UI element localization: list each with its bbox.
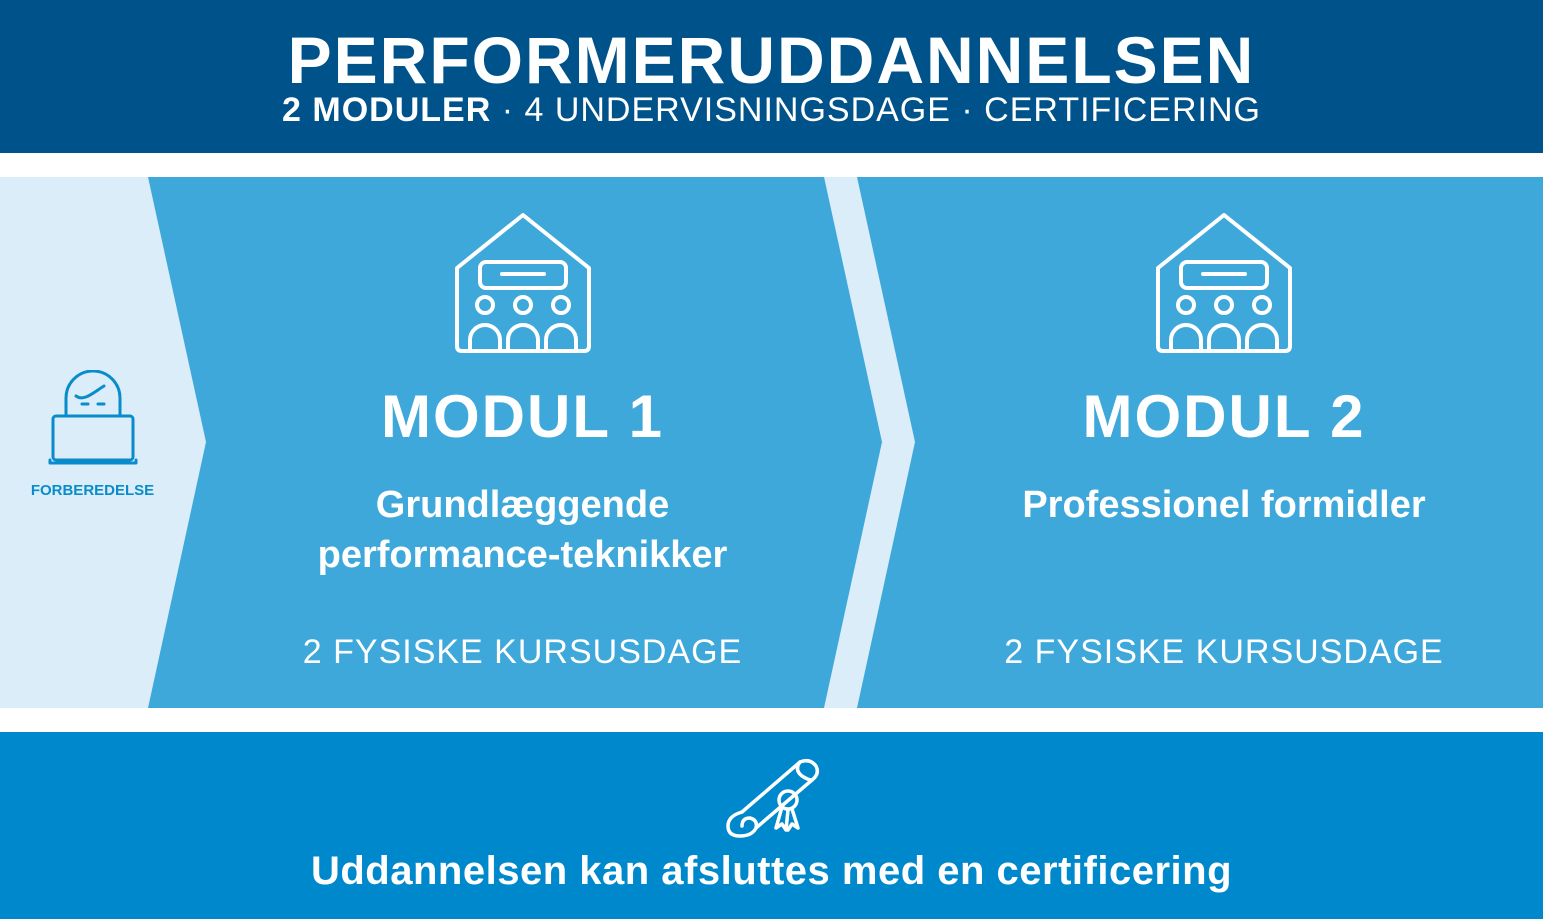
module-1-days: 2 FYSISKE KURSUSDAGE	[302, 633, 743, 671]
module-1-subtitle-line1: Grundlæggende	[375, 484, 670, 526]
prep-label: FORBEREDELSE	[30, 482, 155, 499]
page-title: PERFORMERUDDANNELSEN	[287, 23, 1256, 97]
module-1-title: MODUL 1	[381, 383, 664, 450]
subtitle-details: · 4 UNDERVISNINGSDAGE · CERTIFICERING	[491, 91, 1261, 129]
laptop-person-icon	[48, 370, 138, 465]
footer-text: Uddannelsen kan afsluttes med en certifi…	[310, 849, 1233, 893]
header-banner: PERFORMERUDDANNELSEN 2 MODULER · 4 UNDER…	[0, 0, 1543, 153]
module-2-days: 2 FYSISKE KURSUSDAGE	[1004, 633, 1444, 671]
classroom-icon	[455, 213, 591, 353]
subtitle-modules: 2 MODULER	[282, 91, 492, 129]
module-2-panel	[857, 177, 1543, 708]
classroom-icon	[1156, 213, 1292, 353]
module-1-arrow	[148, 177, 882, 708]
page-subtitle: 2 MODULER · 4 UNDERVISNINGSDAGE · CERTIF…	[0, 90, 1543, 130]
module-2-subtitle-line1: Professionel formidler	[1022, 484, 1426, 526]
module-1-subtitle-line2: performance-teknikker	[317, 534, 728, 576]
diploma-icon	[726, 758, 820, 838]
footer-banner: Uddannelsen kan afsluttes med en certifi…	[0, 732, 1543, 919]
module-2-title: MODUL 2	[1082, 383, 1366, 450]
